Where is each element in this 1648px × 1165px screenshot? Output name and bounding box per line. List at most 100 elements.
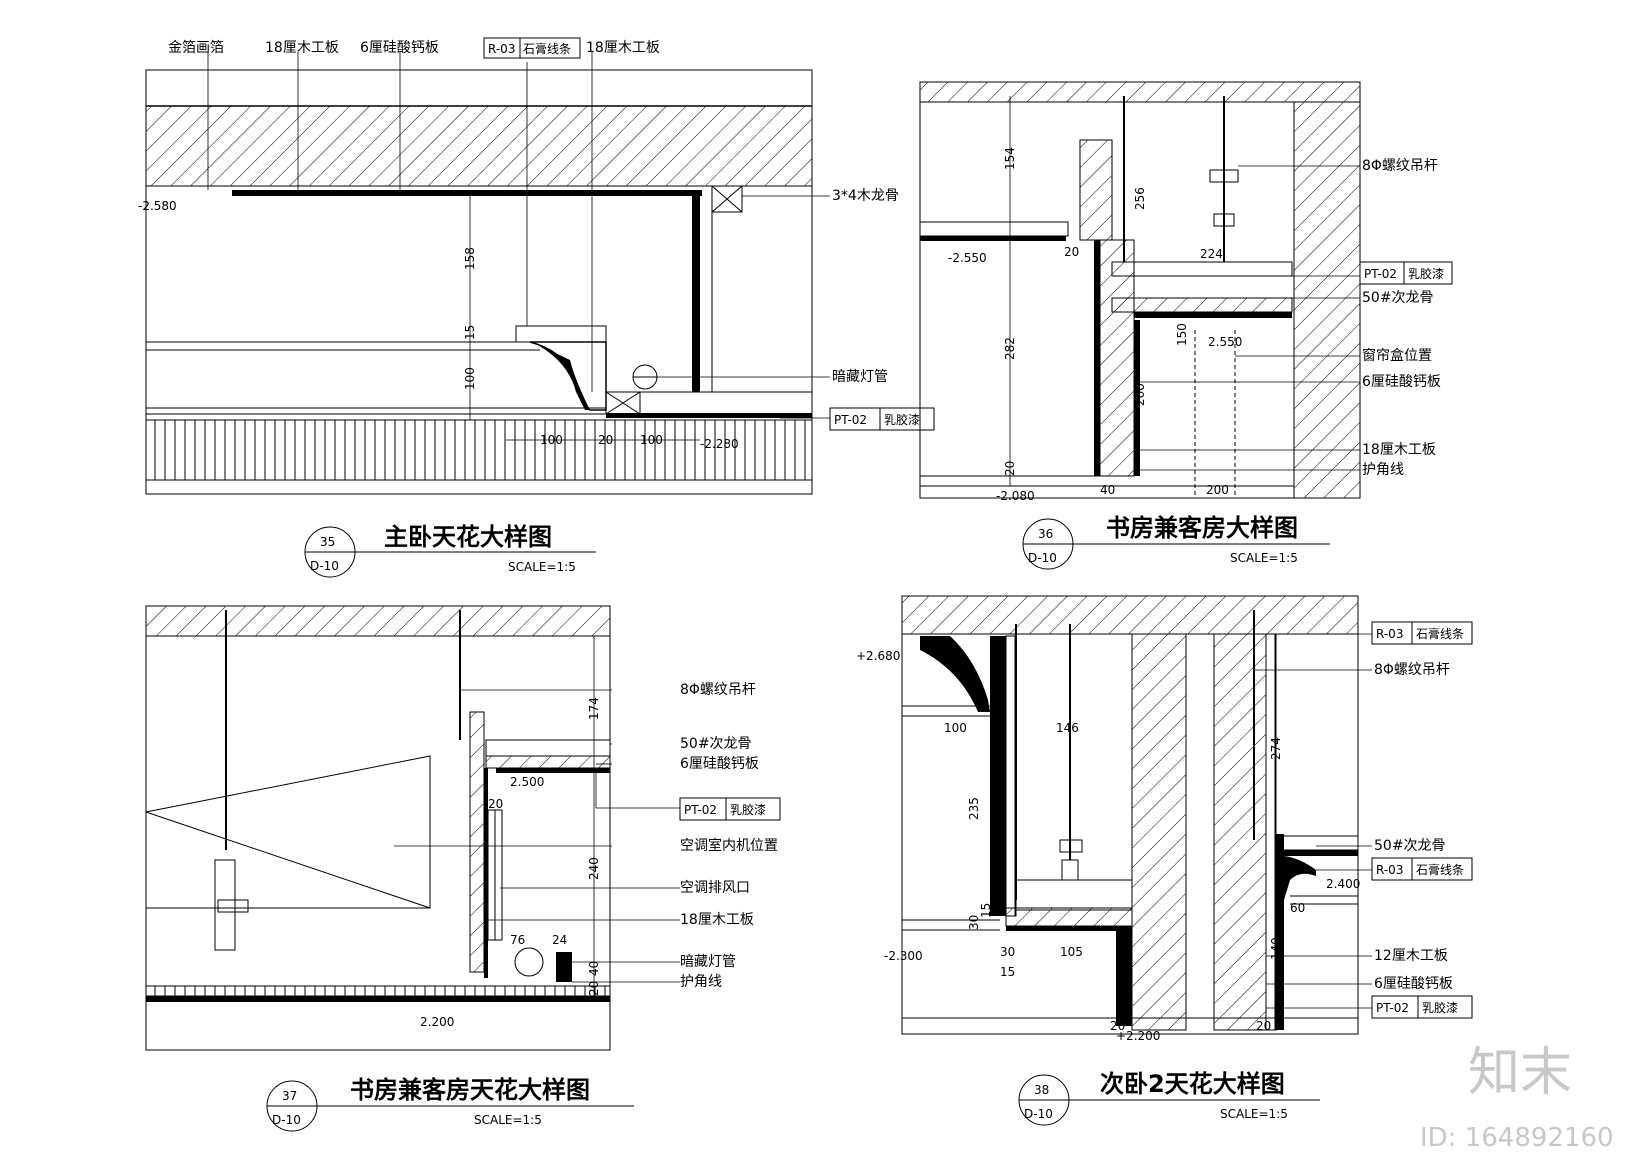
elev-35-2: -2.280: [700, 437, 739, 451]
elev-35-1: -2.580: [138, 199, 177, 213]
watermark: 知末 ID: 164892160: [1420, 1043, 1614, 1153]
tag-35-text-2: 乳胶漆: [884, 412, 920, 427]
slab-35: [145, 105, 813, 187]
dim-38-100: 100: [944, 721, 967, 735]
num-38: 38: [1034, 1083, 1049, 1097]
dim-37-20a: 20: [488, 797, 503, 811]
detail-37: 8Φ螺纹吊杆 50#次龙骨 6厘硅酸钙板 PT-02 乳胶漆 空调室内机位置 空…: [145, 605, 781, 1132]
tag-35-text-1: 石膏线条: [523, 41, 571, 56]
label-38-keel: 50#次龙骨: [1374, 838, 1446, 854]
tag-38-text-1: 石膏线条: [1416, 626, 1464, 641]
dim-36-20b: 20: [1003, 461, 1017, 476]
num-37: 37: [282, 1089, 297, 1103]
dim-38-235: 235: [967, 797, 981, 820]
dim-35-15: 15: [463, 325, 477, 340]
dim-38-146: 146: [1056, 721, 1079, 735]
dim-36-224: 224: [1200, 247, 1223, 261]
watermark-id: ID: 164892160: [1420, 1123, 1614, 1153]
dim-37-240: 240: [587, 857, 601, 880]
dim-36-200a: 200: [1133, 383, 1147, 406]
label-38-hanger: 8Φ螺纹吊杆: [1374, 662, 1450, 678]
tag-37-code: PT-02: [684, 803, 717, 817]
title-36: 书房兼客房大样图: [1106, 514, 1298, 542]
tag-38-text-2: 石膏线条: [1416, 862, 1464, 877]
label-35-wood-keel: 3*4木龙骨: [832, 188, 899, 204]
label-37-keel: 50#次龙骨: [680, 736, 752, 752]
tag-37-text: 乳胶漆: [730, 802, 766, 817]
wall-36: [1293, 101, 1361, 499]
label-35-plywood-a: 18厘木工板: [265, 40, 339, 56]
elev-38-1: +2.680: [856, 649, 900, 663]
frame-35: [145, 69, 813, 495]
dim-36-256: 256: [1133, 187, 1147, 210]
scale-36: SCALE=1:5: [1230, 551, 1298, 565]
label-37-ac: 空调室内机位置: [680, 837, 778, 854]
dim-38-60: 60: [1290, 901, 1305, 915]
tag-36-text: 乳胶漆: [1408, 266, 1444, 281]
label-36-curtain: 窗帘盒位置: [1362, 347, 1432, 364]
dim-38-30a: 30: [967, 915, 981, 930]
dim-38-20b: 20: [1256, 1019, 1271, 1033]
sheet-35: D-10: [310, 559, 339, 573]
elev-37-2: 2.200: [420, 1015, 454, 1029]
dim-38-15a: 15: [979, 903, 993, 918]
dim-36-282: 282: [1003, 337, 1017, 360]
dim-37-174: 174: [587, 697, 601, 720]
dim-35-100c: 100: [640, 433, 663, 447]
dim-35-20: 20: [598, 433, 613, 447]
title-38: 次卧2天花大样图: [1100, 1070, 1285, 1098]
frame-37: [145, 605, 611, 1051]
label-37-corner: 护角线: [680, 974, 722, 990]
dim-37-20b: 20: [587, 981, 601, 996]
label-37-exhaust: 空调排风口: [680, 880, 750, 896]
num-35: 35: [320, 535, 335, 549]
label-35-calcium-board: 6厘硅酸钙板: [360, 40, 439, 56]
label-36-keel: 50#次龙骨: [1362, 290, 1434, 306]
label-38-calcium: 6厘硅酸钙板: [1374, 976, 1453, 992]
label-38-plywood: 12厘木工板: [1374, 948, 1448, 964]
dim-38-274: 274: [1269, 737, 1283, 760]
dim-35-100a: 100: [463, 367, 477, 390]
dim-37-24: 24: [552, 933, 567, 947]
dim-38-140: 140: [1269, 937, 1283, 960]
dim-36-40: 40: [1100, 483, 1115, 497]
tag-38-code-1: R-03: [1376, 627, 1403, 641]
label-35-hidden-light: 暗藏灯管: [832, 369, 888, 385]
elev-38-2: -2.300: [884, 949, 923, 963]
column-38: [1131, 633, 1187, 1031]
title-35: 主卧天花大样图: [384, 523, 552, 551]
label-37-calcium: 6厘硅酸钙板: [680, 756, 759, 772]
label-36-hanger: 8Φ螺纹吊杆: [1362, 158, 1438, 174]
tag-36-code: PT-02: [1364, 267, 1397, 281]
label-36-plywood: 18厘木工板: [1362, 442, 1436, 458]
elev-37-1: 2.500: [510, 775, 544, 789]
elev-38-3: +2.200: [1116, 1029, 1160, 1043]
dim-38-15b: 15: [1000, 965, 1015, 979]
label-36-corner: 护角线: [1362, 462, 1404, 478]
detail-38: R-03 石膏线条 8Φ螺纹吊杆 50#次龙骨 R-03 石膏线条 12厘木工板…: [856, 595, 1473, 1126]
dim-38-30b: 30: [1000, 945, 1015, 959]
dim-38-20a: 20: [1110, 1019, 1125, 1033]
tag-38-text-3: 乳胶漆: [1422, 1000, 1458, 1015]
ceiling-board-35: [232, 190, 702, 196]
label-36-calcium: 6厘硅酸钙板: [1362, 374, 1441, 390]
tag-35-code-2: PT-02: [834, 413, 867, 427]
watermark-brand: 知末: [1468, 1043, 1572, 1103]
detail-36: 8Φ螺纹吊杆 PT-02 乳胶漆 50#次龙骨 窗帘盒位置 6厘硅酸钙板 18厘…: [919, 81, 1453, 570]
dim-36-20a: 20: [1064, 245, 1079, 259]
sheet-37: D-10: [272, 1113, 301, 1127]
tag-38-code-2: R-03: [1376, 863, 1403, 877]
title-37: 书房兼客房天花大样图: [350, 1076, 590, 1104]
sheet-38: D-10: [1024, 1107, 1053, 1121]
label-35-plywood-b: 18厘木工板: [586, 40, 660, 56]
dim-38-105: 105: [1060, 945, 1083, 959]
label-37-hanger: 8Φ螺纹吊杆: [680, 682, 756, 698]
scale-35: SCALE=1:5: [508, 560, 576, 574]
label-35-gold-foil: 金箔画箔: [168, 40, 224, 56]
dim-36-150: 150: [1175, 323, 1189, 346]
sheet-36: D-10: [1028, 551, 1057, 565]
tag-38-code-3: PT-02: [1376, 1001, 1409, 1015]
dim-36-200b: 200: [1206, 483, 1229, 497]
label-37-light: 暗藏灯管: [680, 954, 736, 970]
